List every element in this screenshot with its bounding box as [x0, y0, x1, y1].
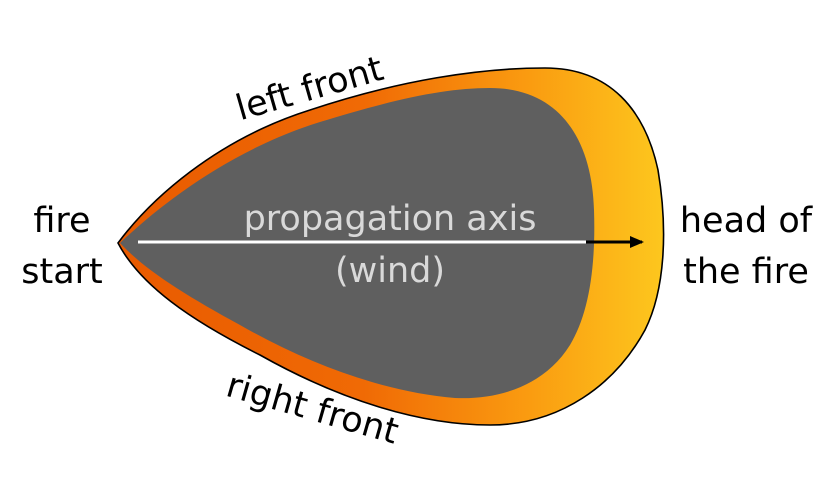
fire-start-label-line1: fire	[33, 201, 90, 241]
fire-start-label-line2: start	[21, 252, 103, 292]
head-label-line1: head of	[680, 201, 813, 241]
axis-label-line1: propagation axis	[244, 199, 537, 239]
head-label-line2: the fire	[683, 252, 809, 292]
axis-label-line2: (wind)	[335, 251, 445, 291]
